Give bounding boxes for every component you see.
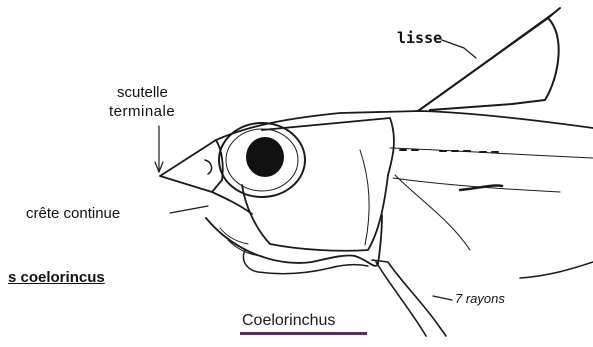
- label-crete-continue: crête continue: [26, 205, 120, 222]
- belly: [520, 262, 593, 278]
- snout-mark: [205, 160, 212, 174]
- body-ventral: [393, 178, 560, 192]
- operculum-inner: [360, 150, 369, 245]
- body-lateral: [390, 148, 593, 158]
- jaw-fold: [220, 228, 262, 256]
- snout: [160, 140, 223, 192]
- label-lisse: lisse: [397, 29, 442, 47]
- caption-coelorinchus: Coelorinchus: [242, 312, 335, 330]
- eye-pupil: [246, 137, 284, 177]
- pelvic-fin: [372, 260, 446, 336]
- label-genus-partial: s coelorincus: [8, 269, 105, 286]
- dorsal-fin-spine: [418, 12, 555, 111]
- label-scutelle: scutelle: [117, 84, 168, 101]
- fin-base: [395, 175, 470, 250]
- leader-lisse: [442, 40, 476, 58]
- head-top: [216, 111, 593, 140]
- label-rayons: 7 rayons: [455, 291, 505, 306]
- leader-crete: [170, 206, 208, 213]
- jaw: [206, 215, 382, 266]
- label-terminale: terminale: [109, 103, 175, 120]
- caption-underline: [240, 332, 367, 335]
- leader-rayons: [433, 296, 452, 300]
